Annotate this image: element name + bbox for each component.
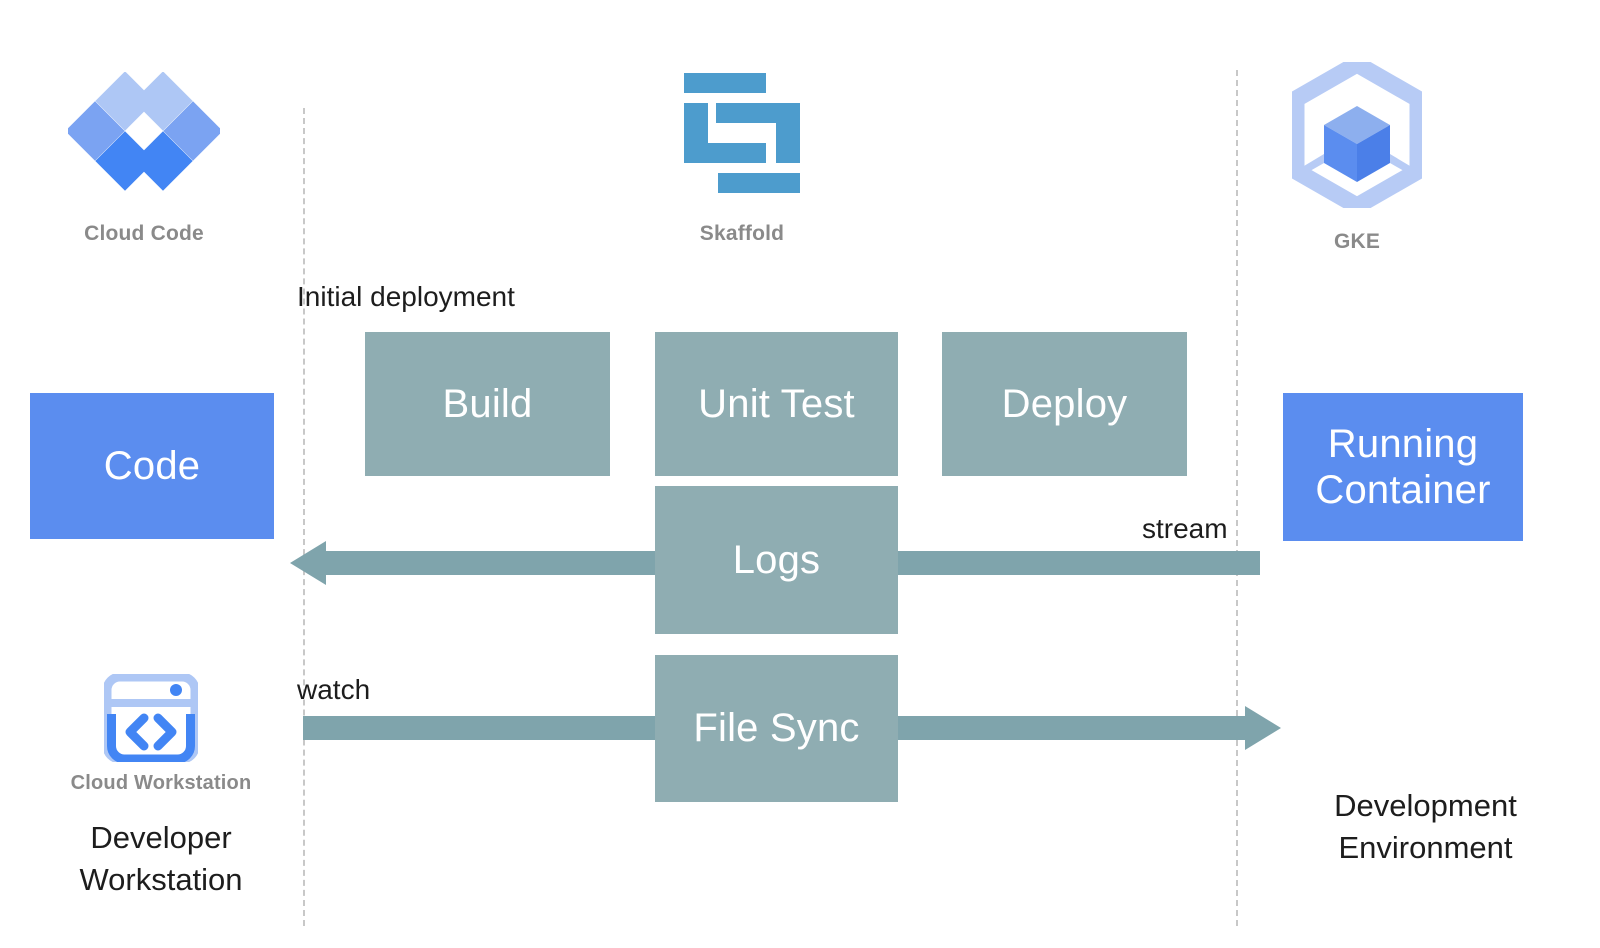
cloud-workstation-icon: [104, 674, 198, 762]
build-box: Build: [365, 332, 610, 476]
unit-test-box: Unit Test: [655, 332, 898, 476]
skaffold-icon: [684, 73, 800, 193]
divider-right-boundary: [1236, 70, 1238, 926]
divider-left-boundary: [303, 108, 305, 926]
cloud-code-label: Cloud Code: [84, 222, 204, 245]
gke-label: GKE: [1333, 230, 1381, 253]
cloud-workstation-label: Cloud Workstation: [70, 772, 252, 794]
logs-box: Logs: [655, 486, 898, 634]
stream-label: stream: [1142, 513, 1228, 544]
developer-workstation-caption: Developer Workstation: [79, 820, 243, 898]
cloud-code-icon: [68, 72, 220, 192]
development-environment-caption: Development Environment: [1334, 788, 1517, 866]
skaffold-label: Skaffold: [699, 222, 785, 245]
deploy-box: Deploy: [942, 332, 1187, 476]
file-sync-box: File Sync: [655, 655, 898, 802]
initial-deployment-label: Initial deployment: [297, 281, 515, 312]
code-box: Code: [30, 393, 274, 539]
watch-label: watch: [297, 674, 371, 705]
running-container-box: Running Container: [1283, 393, 1523, 541]
gke-icon: [1292, 62, 1422, 208]
